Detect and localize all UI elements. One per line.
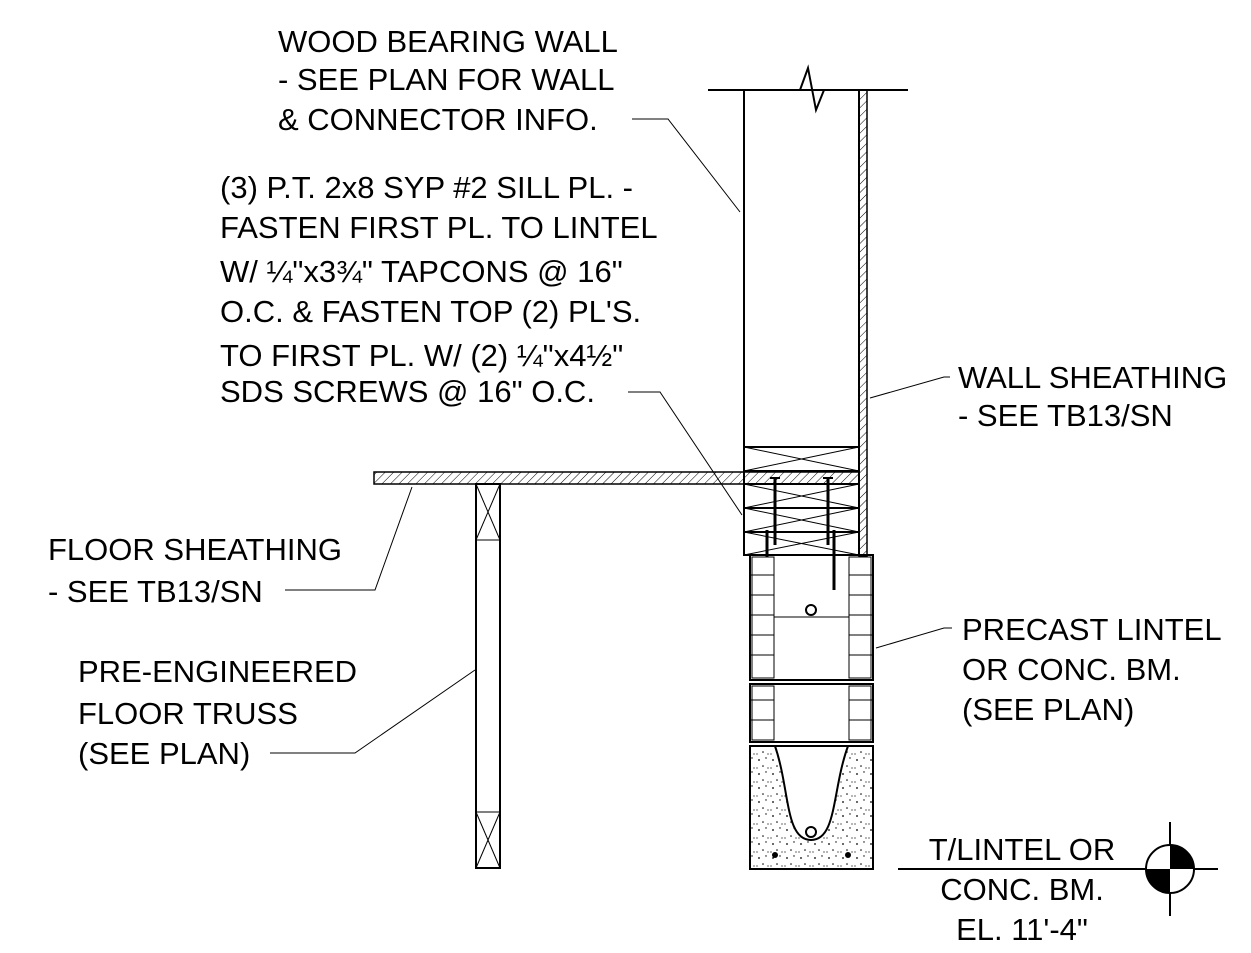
note-line: - SEE TB13/SN — [958, 398, 1173, 433]
note-line: TO FIRST PL. W/ (2) ¼"x4½" — [220, 338, 623, 373]
note-line: & CONNECTOR INFO. — [278, 102, 598, 137]
note-line: (SEE PLAN) — [78, 736, 250, 771]
note-line: W/ ¼"x3¾" TAPCONS @ 16" — [220, 254, 623, 289]
note-wall-sheathing: WALL SHEATHING - SEE TB13/SN — [958, 360, 1227, 433]
note-line: PRECAST LINTEL — [962, 612, 1222, 647]
note-precast-lintel: PRECAST LINTEL OR CONC. BM. (SEE PLAN) — [962, 612, 1222, 727]
note-line: (3) P.T. 2x8 SYP #2 SILL PL. - — [220, 170, 633, 205]
note-line: EL. 11'-4" — [956, 912, 1088, 947]
note-floor-sheathing: FLOOR SHEATHING - SEE TB13/SN — [48, 532, 342, 609]
note-line: FLOOR SHEATHING — [48, 532, 342, 567]
elevation-marker — [898, 822, 1218, 916]
floor-truss — [475, 483, 501, 869]
note-line: FLOOR TRUSS — [78, 696, 298, 731]
note-line: SDS SCREWS @ 16" O.C. — [220, 374, 595, 409]
note-sill-plates: (3) P.T. 2x8 SYP #2 SILL PL. - FASTEN FI… — [220, 170, 658, 409]
note-line: PRE-ENGINEERED — [78, 654, 357, 689]
note-floor-truss: PRE-ENGINEERED FLOOR TRUSS (SEE PLAN) — [78, 654, 357, 771]
note-line: - SEE TB13/SN — [48, 574, 263, 609]
note-line: FASTEN FIRST PL. TO LINTEL — [220, 210, 658, 245]
wall-sheathing — [858, 89, 868, 557]
floor-sheathing — [373, 471, 860, 485]
note-wood-bearing-wall: WOOD BEARING WALL - SEE PLAN FOR WALL & … — [278, 24, 618, 137]
precast-lintel — [749, 554, 874, 870]
note-line: WOOD BEARING WALL — [278, 24, 618, 59]
note-line: CONC. BM. — [940, 872, 1104, 907]
note-line: O.C. & FASTEN TOP (2) PL'S. — [220, 294, 641, 329]
note-elevation: T/LINTEL OR CONC. BM. EL. 11'-4" — [929, 832, 1116, 947]
note-line: - SEE PLAN FOR WALL — [278, 62, 615, 97]
note-line: OR CONC. BM. — [962, 652, 1181, 687]
note-line: (SEE PLAN) — [962, 692, 1134, 727]
note-line: T/LINTEL OR — [929, 832, 1116, 867]
leader-lines — [270, 118, 952, 754]
note-line: WALL SHEATHING — [958, 360, 1227, 395]
